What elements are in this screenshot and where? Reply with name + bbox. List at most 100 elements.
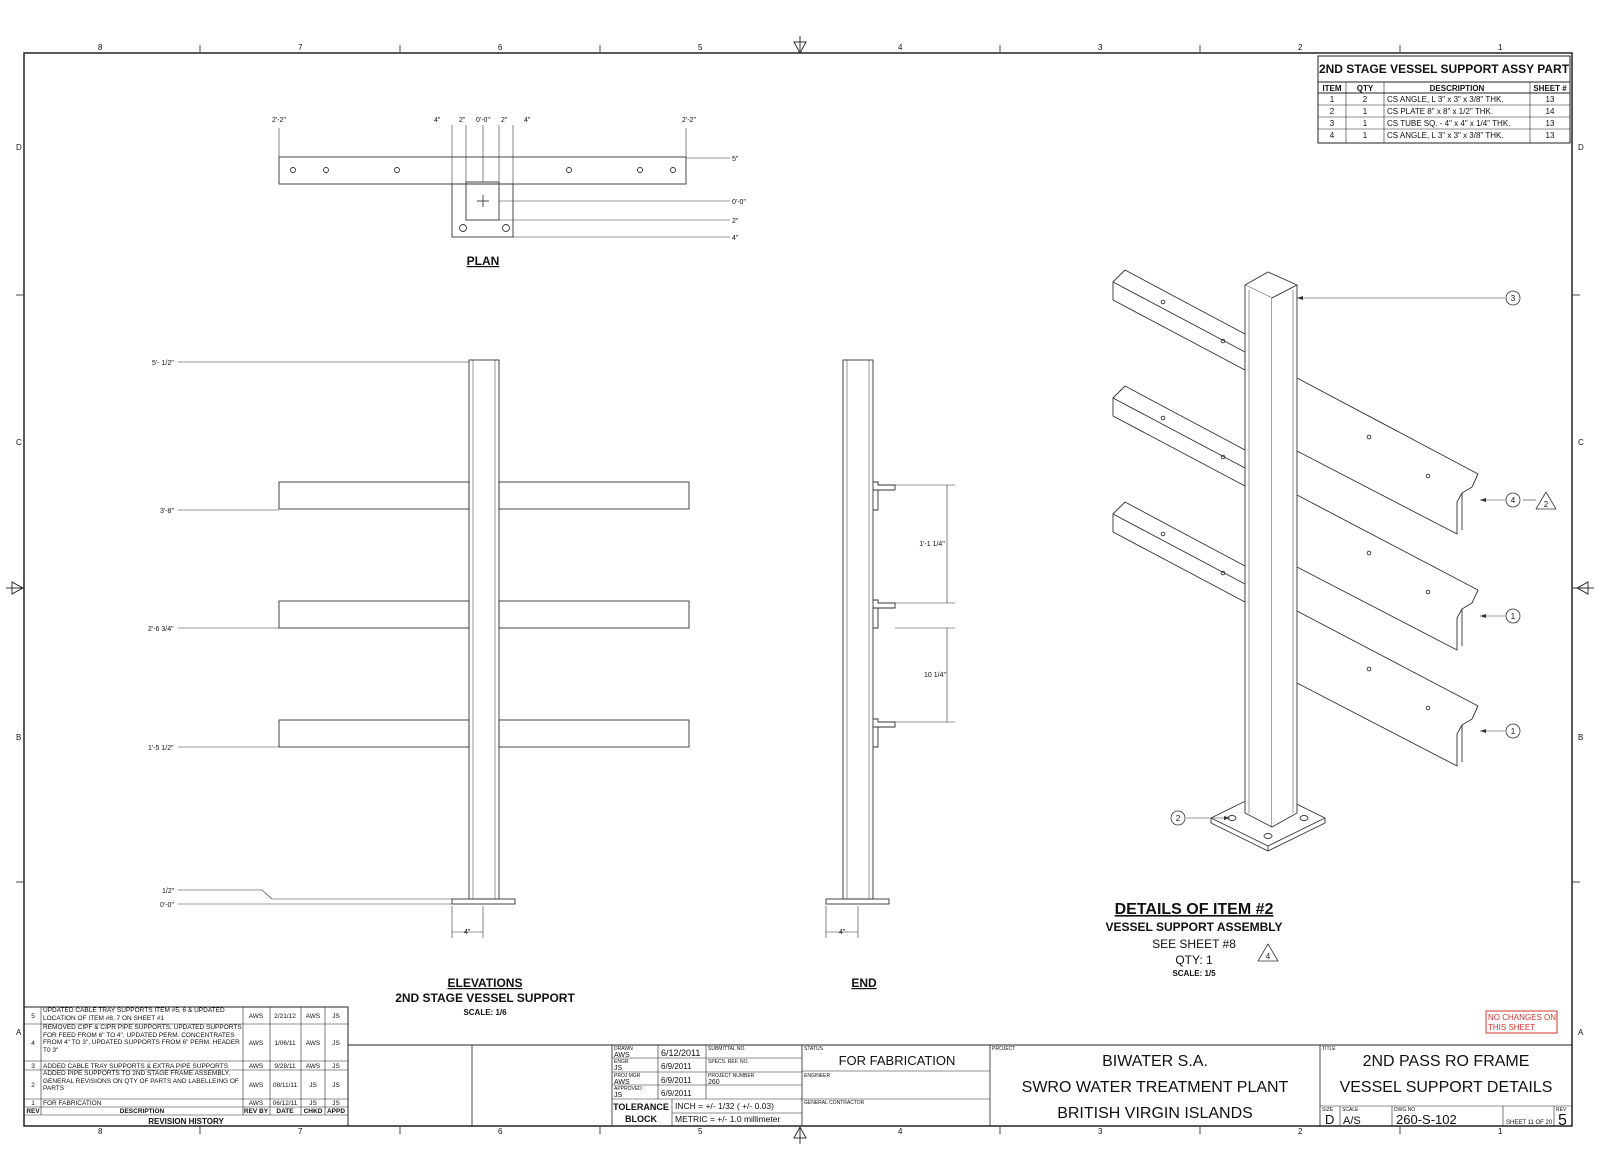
parts-cell: 14 xyxy=(1546,107,1555,116)
drawn-date: 6/12/2011 xyxy=(661,1048,700,1058)
plan-title: PLAN xyxy=(467,254,500,268)
project-number: 260 xyxy=(708,1079,720,1086)
grid-ticks xyxy=(16,45,1580,1134)
row-label: A xyxy=(1578,1028,1584,1037)
plan-view xyxy=(278,125,730,238)
projmgr-by: AWS xyxy=(614,1079,630,1086)
engr-label: ENGR xyxy=(614,1059,629,1065)
parts-cell: 2 xyxy=(1363,95,1368,104)
drawing-border xyxy=(23,52,1573,1127)
end-dims: 1'-1 1/4" 10 1/4" 4" xyxy=(839,541,946,936)
plan-dim: 4" xyxy=(524,117,531,124)
col-label: 8 xyxy=(98,1127,103,1136)
size-value: D xyxy=(1325,1112,1334,1127)
project-line-2: SWRO WATER TREATMENT PLANT xyxy=(1022,1079,1289,1096)
drawing-title-1: 2ND PASS RO FRAME xyxy=(1363,1053,1530,1070)
col-label: 4 xyxy=(898,43,903,52)
plan-dim: 4" xyxy=(732,235,739,242)
submittal-label: SUBMITTAL NO. xyxy=(708,1046,746,1052)
project-line-3: BRITISH VIRGIN ISLANDS xyxy=(1057,1105,1253,1122)
col-label: 2 xyxy=(1298,1127,1303,1136)
revision-cell: AWS xyxy=(249,1100,264,1107)
revision-history: 5 UPDATED CABLE TRAY SUPPORTS ITEM #5, 6… xyxy=(23,1006,349,1127)
title-block xyxy=(348,1044,1572,1126)
plan-dim: 2'-2" xyxy=(682,117,696,124)
revision-header: APPD xyxy=(327,1108,345,1115)
revision-cell: 9/28/11 xyxy=(274,1063,296,1070)
revision-cell: JS xyxy=(332,1082,340,1089)
status-value: FOR FABRICATION xyxy=(839,1053,956,1068)
tolerance-metric: METRIC = +/- 1.0 millimeter xyxy=(675,1114,780,1124)
parts-cell: 1 xyxy=(1363,107,1368,116)
parts-cell: 3 xyxy=(1330,119,1335,128)
approved-by: JS xyxy=(614,1092,623,1099)
detail-subtitle: VESSEL SUPPORT ASSEMBLY xyxy=(1106,920,1283,934)
no-changes-line-1: NO CHANGES ON xyxy=(1488,1013,1556,1022)
end-base-dim: 4" xyxy=(839,929,846,936)
revision-desc: ADDED PIPE SUPPORTS TO 2ND STAGE FRAME A… xyxy=(43,1070,239,1092)
revision-cell: JS xyxy=(332,1100,340,1107)
revision-cell: 2 xyxy=(31,1082,35,1089)
sheet-number: SHEET 11 OF 20 xyxy=(1506,1120,1553,1126)
balloon-label: 4 xyxy=(1511,496,1516,505)
col-label: 1 xyxy=(1498,1127,1503,1136)
balloon-label: 1 xyxy=(1511,727,1516,736)
balloon-label: 1 xyxy=(1511,612,1516,621)
col-label: 5 xyxy=(698,1127,703,1136)
revision-cell: AWS xyxy=(306,1013,321,1020)
parts-cell: 1 xyxy=(1363,119,1368,128)
parts-header: SHEET # xyxy=(1533,84,1567,93)
revision-cell: 5 xyxy=(31,1013,35,1020)
plan-dim: 2" xyxy=(732,218,739,225)
parts-cell: 2 xyxy=(1330,107,1335,116)
parts-header: QTY xyxy=(1357,84,1374,93)
detail-qty: QTY: 1 xyxy=(1175,953,1213,967)
parts-cell: 1 xyxy=(1330,95,1335,104)
row-label: C xyxy=(1578,438,1584,447)
revision-desc: ADDED CABLE TRAY SUPPORTS & EXTRA PIPE S… xyxy=(43,1063,229,1070)
elevation-base-dim: 4" xyxy=(464,929,471,936)
revision-cell: AWS xyxy=(249,1013,264,1020)
col-label: 7 xyxy=(298,1127,303,1136)
col-label: 2 xyxy=(1298,43,1303,52)
revision-header: DATE xyxy=(276,1108,294,1115)
row-label: C xyxy=(16,438,22,447)
tolerance-inch: INCH = +/- 1/32 ( +/- 0.03) xyxy=(675,1101,774,1111)
parts-cell: 13 xyxy=(1546,95,1555,104)
col-label: 1 xyxy=(1498,43,1503,52)
revision-cell: AWS xyxy=(249,1082,264,1089)
detail-balloons: 3 4 1 1 2 2 4 xyxy=(1176,294,1549,961)
parts-cell: CS TUBE SQ. - 4" x 4" x 1/4" THK. xyxy=(1387,119,1510,128)
revision-cell: JS xyxy=(332,1063,340,1070)
col-label: 7 xyxy=(298,43,303,52)
col-label: 3 xyxy=(1098,1127,1103,1136)
revision-desc: FOR FABRICATION xyxy=(43,1100,102,1107)
scale-value: A/S xyxy=(1343,1115,1361,1127)
projmgr-date: 6/9/2011 xyxy=(661,1076,692,1085)
scale-label: SCALE xyxy=(1342,1107,1359,1113)
title-block-text: DRAWN ENGR PROJ MGR APPROVED SUBMITTAL N… xyxy=(613,1046,1567,1129)
elevation-dims: 5'- 1/2" 3'-8" 2'-6 3/4" 1'-5 1/2" 1/2" … xyxy=(148,360,471,936)
row-label: B xyxy=(1578,733,1583,742)
detail-title: DETAILS OF ITEM #2 xyxy=(1115,901,1274,918)
revision-cell: AWS xyxy=(306,1040,321,1047)
revision-header: CHKD xyxy=(304,1108,323,1115)
revision-cell: 3 xyxy=(31,1063,35,1070)
approved-date: 6/9/2011 xyxy=(661,1089,692,1098)
no-changes-stamp: NO CHANGES ON THIS SHEET xyxy=(1485,1010,1558,1034)
revision-cell: JS xyxy=(332,1040,340,1047)
plan-dim: 2'-2" xyxy=(272,117,286,124)
drawn-by: AWS xyxy=(614,1052,630,1059)
specs-label: SPECS. REF. NO. xyxy=(708,1059,749,1065)
drawing-number: 260-S-102 xyxy=(1396,1112,1457,1127)
tolerance-label-2: BLOCK xyxy=(625,1114,657,1124)
end-title: END xyxy=(851,976,877,990)
parts-cell: 13 xyxy=(1546,119,1555,128)
grid-labels: 8 7 6 5 4 3 2 1 8 7 6 5 4 3 2 1 D C B A … xyxy=(16,43,1584,1136)
parts-table: 2ND STAGE VESSEL SUPPORT ASSY PART ITEM … xyxy=(1317,55,1571,144)
size-label: SIZE xyxy=(1322,1107,1334,1113)
engr-by: JS xyxy=(614,1065,623,1072)
revision-cell: JS xyxy=(309,1082,317,1089)
engineer-label: ENGINEER xyxy=(804,1073,831,1079)
elevation-subtitle: 2ND STAGE VESSEL SUPPORT xyxy=(395,991,575,1005)
